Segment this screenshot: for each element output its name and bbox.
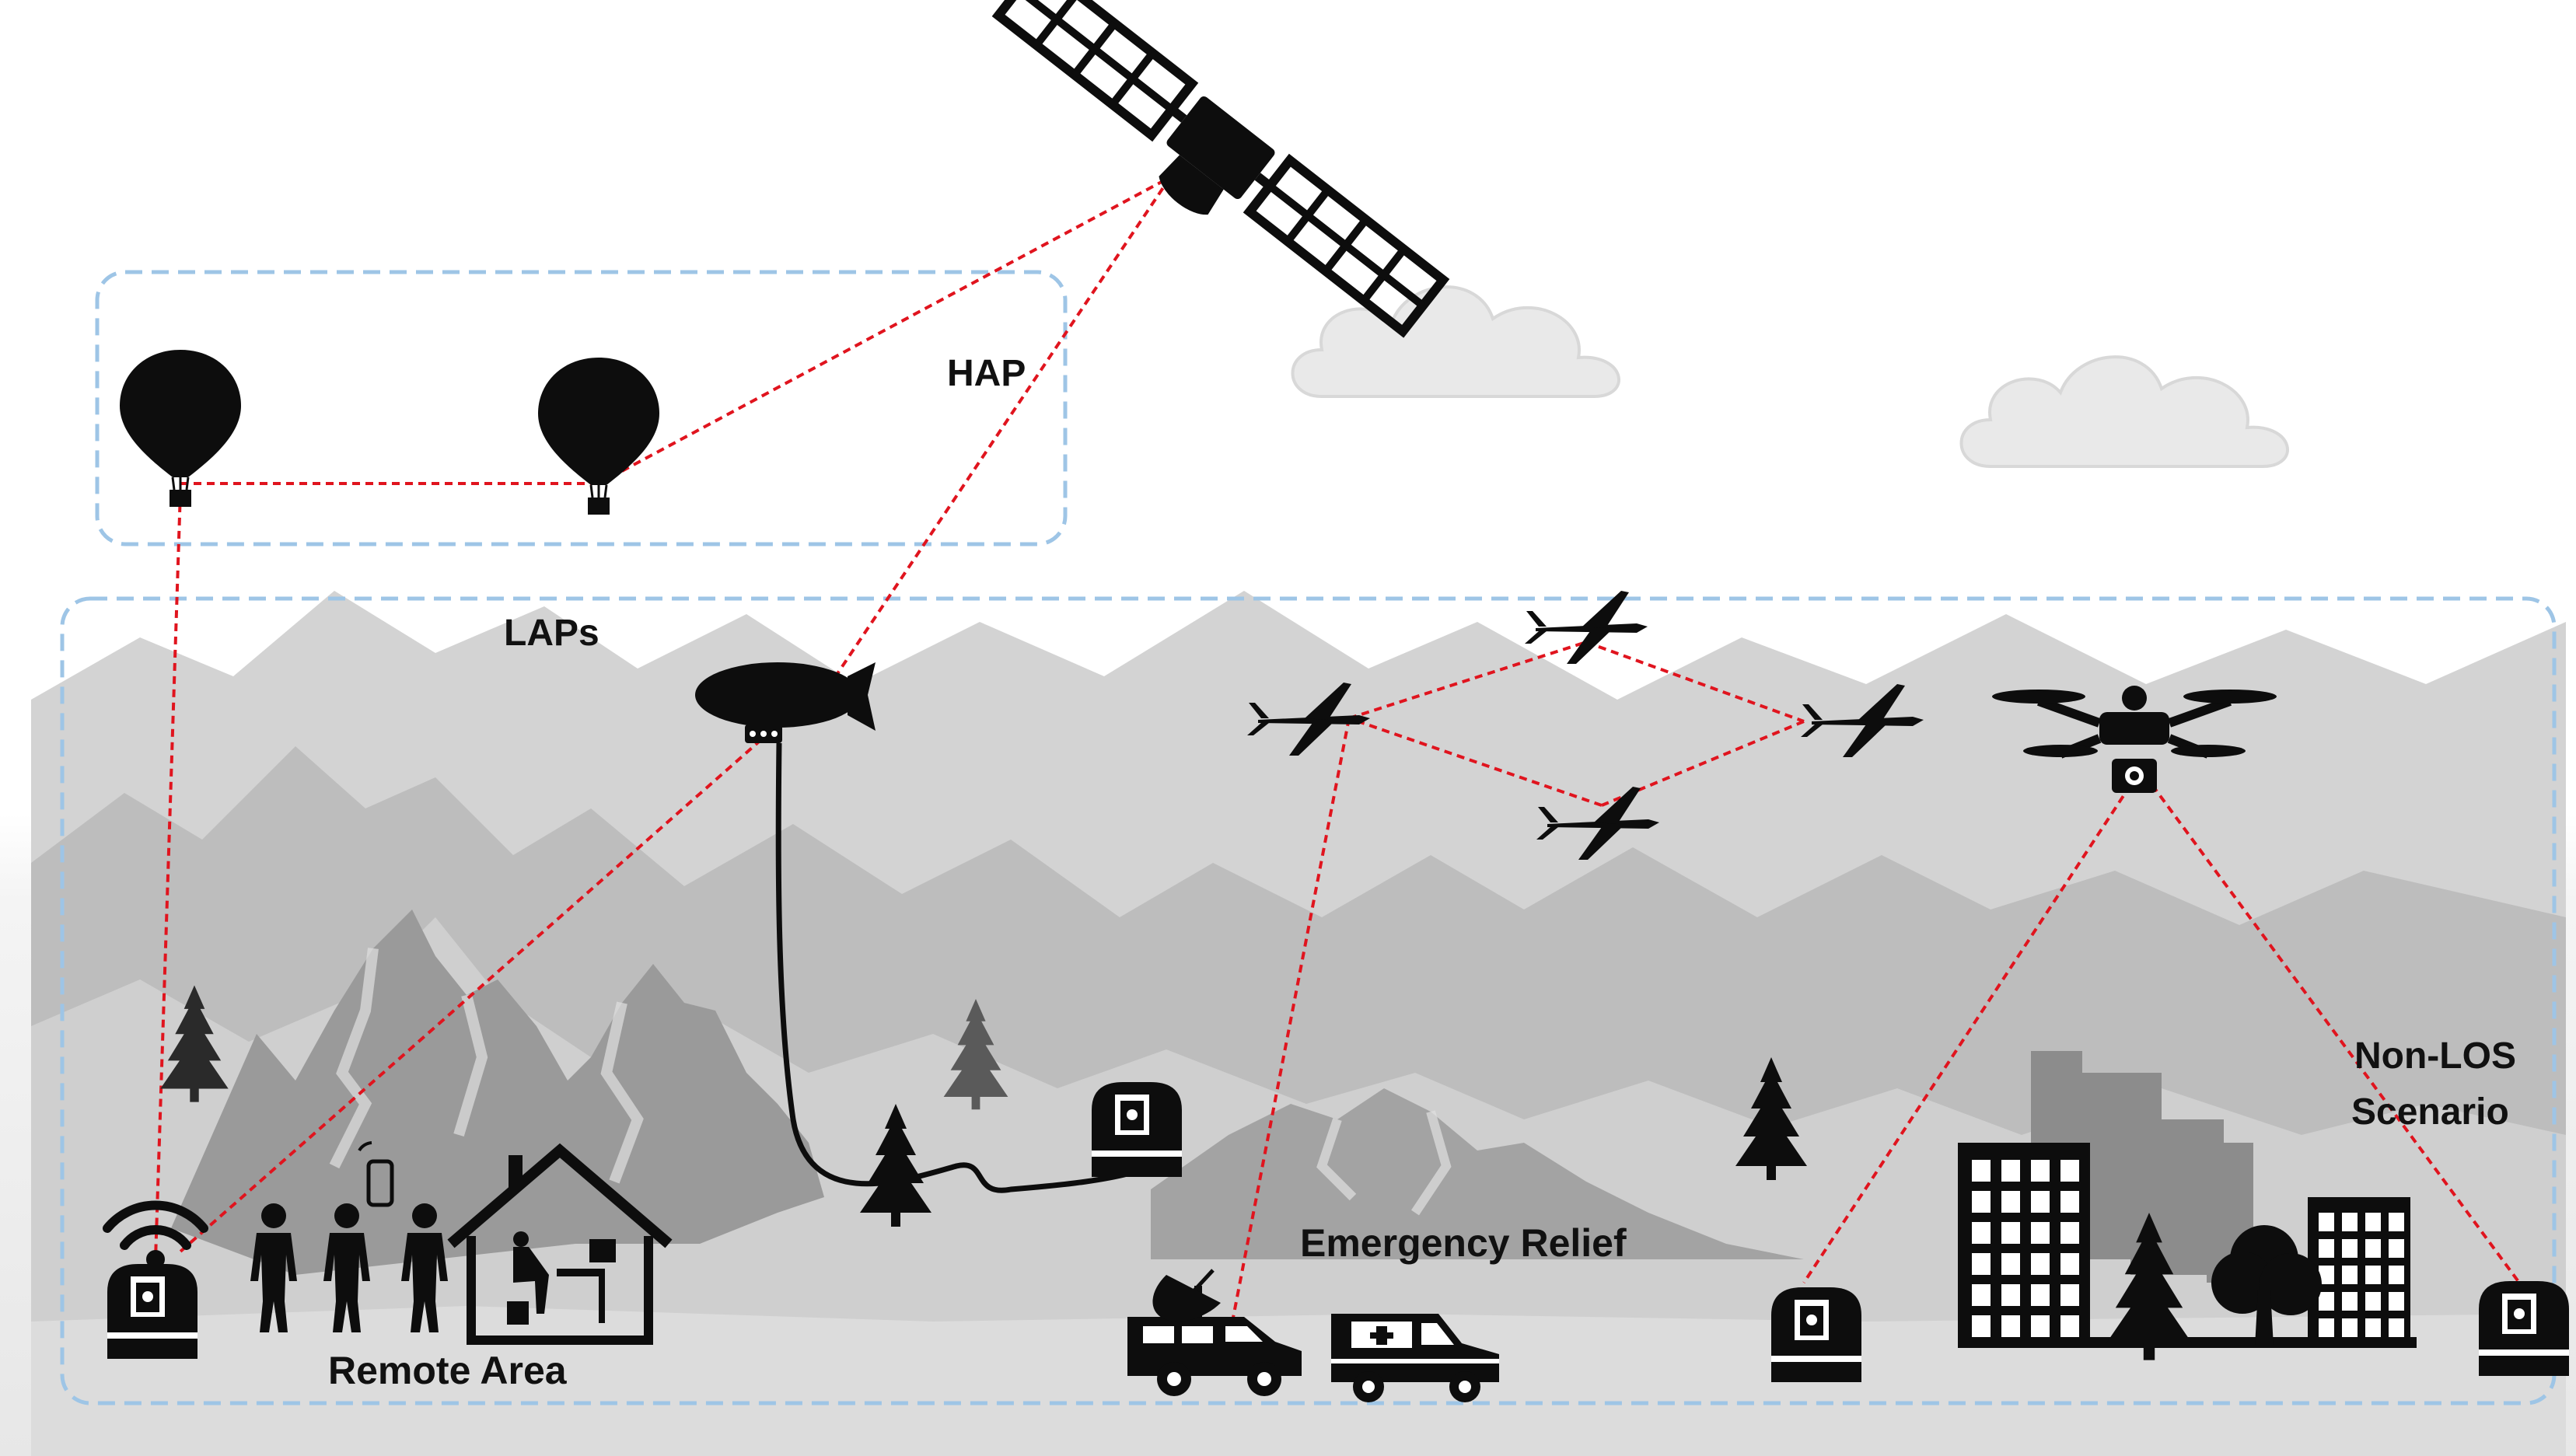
- airship-icon: [695, 662, 876, 743]
- window: [2060, 1253, 2079, 1275]
- window: [2365, 1213, 2381, 1231]
- window: [2060, 1160, 2079, 1182]
- window: [1972, 1315, 1991, 1337]
- non-los-label-line1: Non-LOS: [2354, 1035, 2516, 1077]
- window: [2001, 1222, 2020, 1244]
- window: [2319, 1239, 2334, 1258]
- window: [2319, 1292, 2334, 1311]
- window: [2031, 1160, 2050, 1182]
- window: [2342, 1213, 2358, 1231]
- window: [2001, 1253, 2020, 1275]
- window: [2365, 1266, 2381, 1284]
- non-los-label-line2: Scenario: [2351, 1091, 2509, 1133]
- window: [1972, 1253, 1991, 1275]
- window: [2031, 1191, 2050, 1213]
- ground-terminal-icon: [1771, 1287, 1861, 1382]
- remote-area-label: Remote Area: [328, 1349, 568, 1392]
- building-windows: [2319, 1213, 2404, 1337]
- window: [2389, 1239, 2404, 1258]
- window: [2319, 1266, 2334, 1284]
- communication-links: [154, 176, 2521, 1322]
- satellite-van-icon: [1127, 1269, 1302, 1396]
- window: [2060, 1191, 2079, 1213]
- ground-terminal-icon: [1092, 1082, 1182, 1177]
- window: [2031, 1315, 2050, 1337]
- window: [2031, 1222, 2050, 1244]
- window: [2060, 1284, 2079, 1306]
- window: [1972, 1222, 1991, 1244]
- window: [1972, 1191, 1991, 1213]
- mountain-icon: [1151, 1088, 1804, 1259]
- lap-region: [60, 596, 2557, 1405]
- window: [2001, 1191, 2020, 1213]
- window: [2060, 1315, 2079, 1337]
- hap-label: HAP: [947, 353, 1026, 394]
- deciduous-tree-icon: [2211, 1225, 2322, 1346]
- window: [2319, 1213, 2334, 1231]
- window: [2365, 1292, 2381, 1311]
- window: [2342, 1266, 2358, 1284]
- smartphone-icon: [358, 1141, 394, 1207]
- window: [2389, 1213, 2404, 1231]
- ground-terminal-icon: [107, 1264, 197, 1359]
- window: [2342, 1318, 2358, 1337]
- satellite-icon: [991, 0, 1450, 338]
- mountain-icon: [171, 910, 824, 1275]
- building-windows: [1972, 1160, 2079, 1337]
- window: [2001, 1160, 2020, 1182]
- laps-label: LAPs: [504, 613, 599, 654]
- window: [2389, 1292, 2404, 1311]
- window: [2031, 1284, 2050, 1306]
- window: [2342, 1292, 2358, 1311]
- house-icon: [447, 1143, 673, 1345]
- window: [2031, 1253, 2050, 1275]
- window: [1972, 1160, 1991, 1182]
- ground-terminal-icon: [2479, 1281, 2569, 1376]
- wifi-signal-icon: [103, 1200, 208, 1269]
- window: [2319, 1318, 2334, 1337]
- window: [1972, 1284, 1991, 1306]
- window: [2365, 1239, 2381, 1258]
- emergency-relief-label: Emergency Relief: [1300, 1221, 1627, 1265]
- ambulance-icon: [1331, 1314, 1499, 1402]
- hap-region: [95, 270, 1068, 546]
- window: [2060, 1222, 2079, 1244]
- window: [2365, 1318, 2381, 1337]
- quadcopter-drone-icon: [1992, 686, 2277, 793]
- window: [2001, 1315, 2020, 1337]
- window: [2389, 1266, 2404, 1284]
- window: [2001, 1284, 2020, 1306]
- window: [2389, 1318, 2404, 1337]
- window: [2342, 1239, 2358, 1258]
